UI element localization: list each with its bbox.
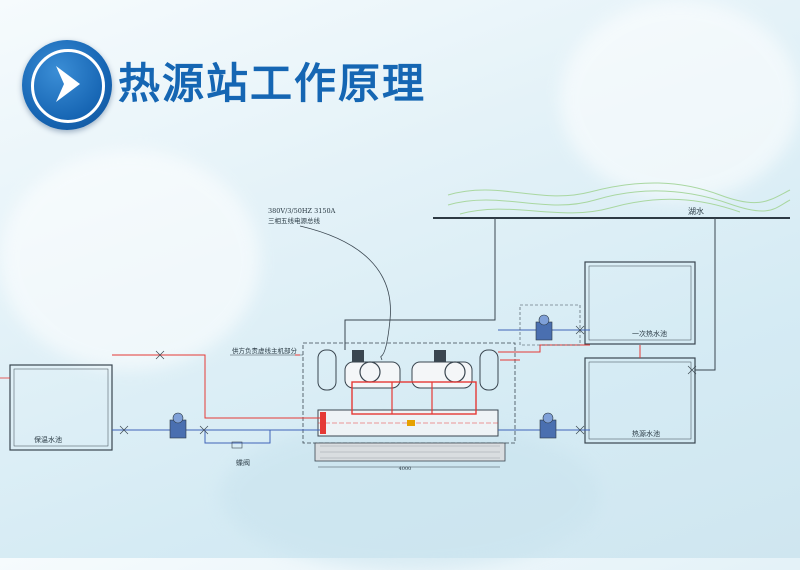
page-title: 热源站工作原理 <box>118 59 427 108</box>
lake-label: 湖水 <box>688 206 704 216</box>
play-arrow-icon <box>56 66 80 102</box>
chiller-caption: 供方负责虚线主机部分 <box>232 346 298 355</box>
power-note-line1: 380V/3/50HZ 3150A <box>268 207 336 215</box>
valve-symbols <box>119 325 697 435</box>
insulation-tank <box>9 364 113 451</box>
butterfly-valve-label: 蝶阀 <box>236 458 250 467</box>
butterfly-valve <box>231 441 243 449</box>
lake-waves <box>447 182 791 215</box>
primary-pump-housing <box>519 304 581 346</box>
power-cable <box>299 225 391 361</box>
pump-left <box>169 412 187 439</box>
pump-source <box>539 412 557 439</box>
insulation-tank-label: 保温水池 <box>34 435 62 444</box>
source-tank-label: 热源水池 <box>632 429 660 438</box>
chiller-unit <box>317 349 499 437</box>
pump-primary <box>535 314 553 341</box>
base-dimension: 4000 <box>399 466 412 472</box>
primary-tank-label: 一次热水池 <box>632 329 667 338</box>
lake-pipes <box>344 218 716 371</box>
header-play-icon <box>22 40 112 130</box>
heat-source-schematic: 湖水 380V/3/50HZ 3150A 三相五线电源总线 保温水池 一次热水池… <box>0 182 791 472</box>
primary-hot-water-tank <box>584 261 696 345</box>
power-note-line2: 三相五线电源总线 <box>268 216 321 225</box>
